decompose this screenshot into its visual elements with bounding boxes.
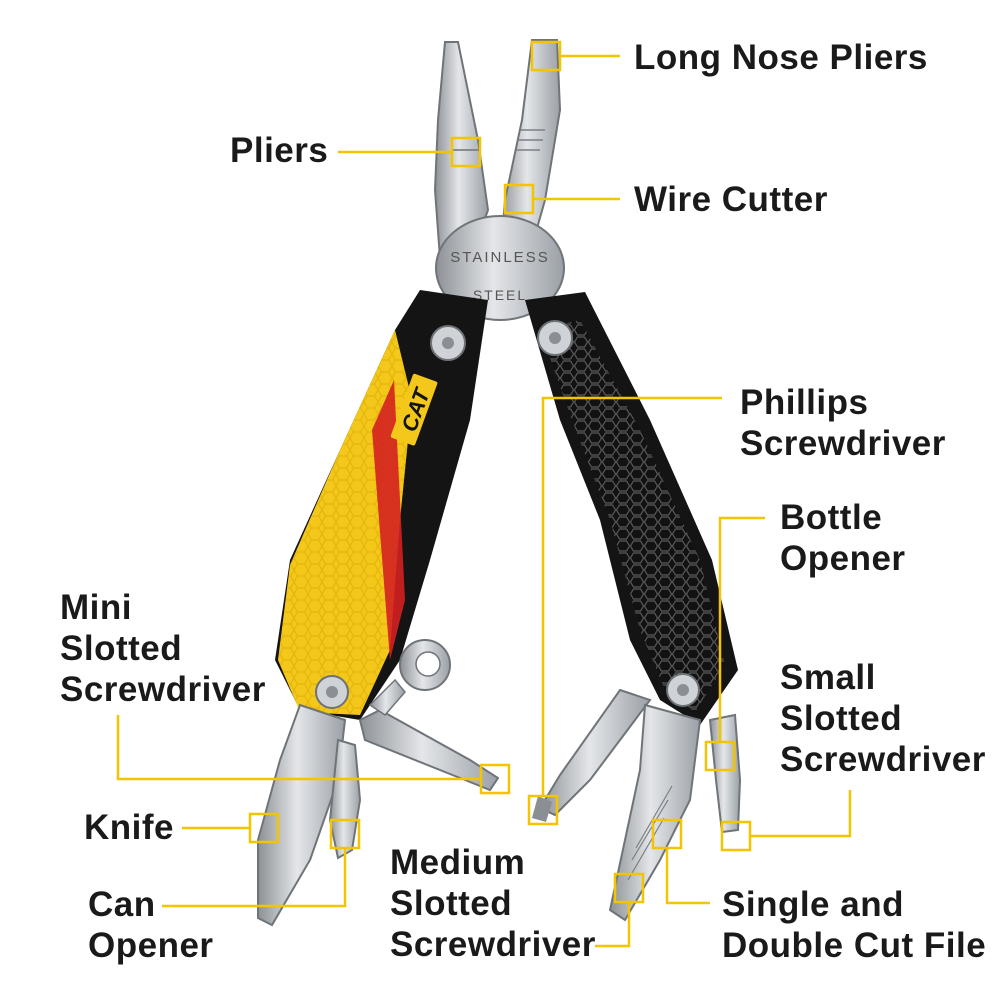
key-ring (368, 639, 451, 716)
left-tools (257, 639, 500, 927)
leader-small-slotted (750, 790, 852, 838)
mini-slotted-tool (358, 708, 500, 792)
pliers-pivot: STAINLESS STEEL (435, 215, 565, 321)
label-bottle-opener: Bottle Opener (780, 498, 906, 578)
small-slotted-tool (708, 713, 742, 834)
label-knife: Knife (84, 808, 174, 847)
label-pliers: Pliers (230, 131, 329, 170)
file-tool (608, 703, 702, 922)
callout-lines (116, 40, 852, 948)
leader-bottle-opener (718, 516, 765, 742)
left-handle: CAT (275, 290, 488, 720)
leader-file (665, 848, 710, 905)
leader-medium-slotted (595, 902, 631, 948)
leader-phillips (541, 396, 722, 796)
label-long-nose-pliers: Long Nose Pliers (634, 38, 928, 77)
pivot-text-bottom: STEEL (473, 287, 527, 303)
leader-can-opener (162, 848, 347, 908)
label-phillips-screwdriver: Phillips Screwdriver (740, 383, 946, 463)
knife-blade (257, 703, 347, 927)
phillips-screwdriver-tool (538, 688, 652, 817)
label-can-opener: Can Opener (88, 885, 214, 965)
label-medium-slotted-screwdriver: Medium Slotted Screwdriver (390, 843, 596, 964)
right-tools (532, 688, 742, 922)
leader-mini-slotted (116, 715, 481, 781)
label-mini-slotted-screwdriver: Mini Slotted Screwdriver (60, 588, 266, 709)
pivot-text-top: STAINLESS (450, 249, 549, 266)
label-wire-cutter: Wire Cutter (634, 180, 828, 219)
label-file: Single and Double Cut File (722, 885, 987, 965)
label-small-slotted-screwdriver: Small Slotted Screwdriver (780, 658, 986, 779)
right-handle (525, 292, 738, 725)
